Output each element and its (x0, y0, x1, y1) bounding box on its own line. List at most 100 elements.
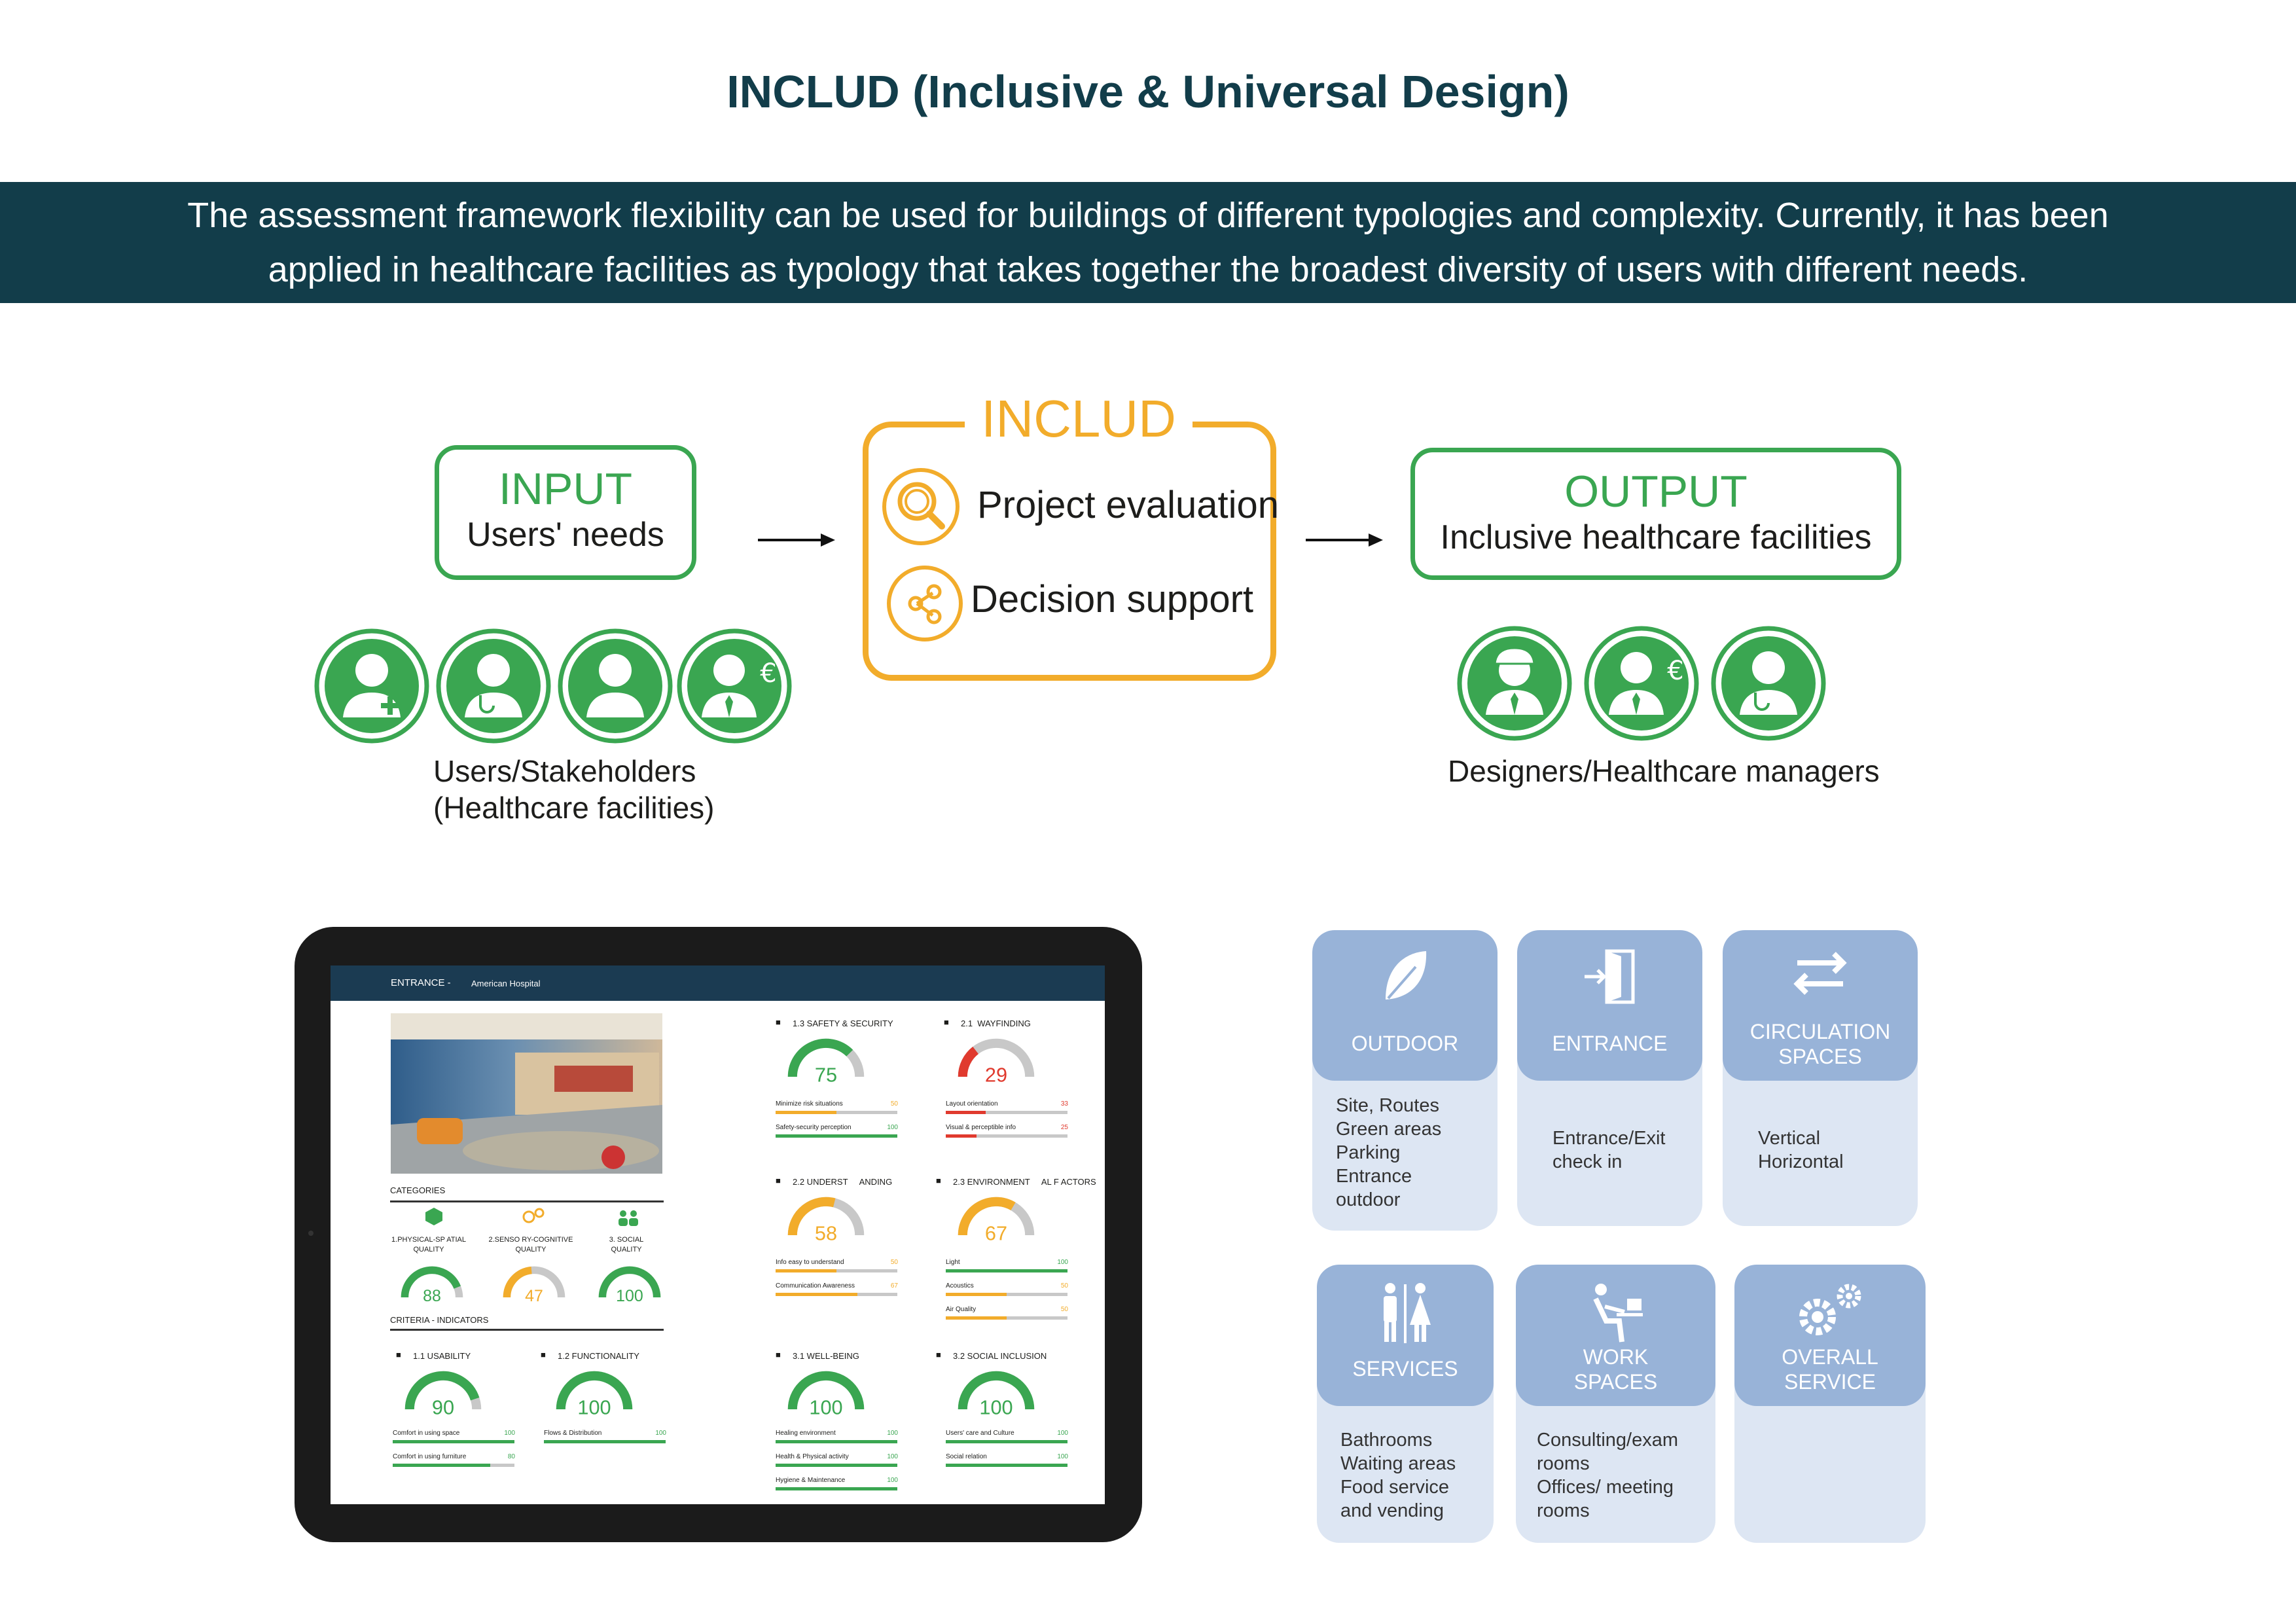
arrows-icon (1723, 930, 1918, 1005)
criterion-title: 2.2 UNDERST ANDING (793, 1177, 893, 1187)
manager-euro-icon: € (677, 628, 792, 744)
indicator-value: 80 (507, 1453, 515, 1460)
criterion-gauge: 100 (958, 1371, 1035, 1419)
space-card-line: Vertical (1758, 1128, 1821, 1149)
indicator-value: 33 (1060, 1100, 1068, 1108)
indicator-track (946, 1111, 1067, 1114)
indicator-label: Social relation (946, 1453, 987, 1460)
svg-text:€: € (760, 659, 776, 689)
criterion-title: 1.3 SAFETY & SECURITY (793, 1019, 893, 1028)
input-caption-line-1: Users/Stakeholders (433, 754, 696, 788)
space-card-header: OUTDOOR (1312, 930, 1498, 1081)
group-icon (619, 1210, 638, 1226)
criterion-title: 3.1 WELL-BEING (793, 1351, 859, 1361)
indicator-value: 50 (890, 1100, 898, 1108)
criterion-gauge: 67 (958, 1197, 1035, 1245)
indicator-label: Health & Physical activity (776, 1453, 849, 1460)
indicator-label: Flows & Distribution (544, 1430, 602, 1437)
indicator-fill (776, 1464, 897, 1467)
indicator-fill (776, 1440, 897, 1443)
indicator-track (946, 1293, 1067, 1296)
warning-icon: ■ (776, 1017, 781, 1027)
indicator-value: 100 (887, 1124, 898, 1131)
indicator-value: 100 (1057, 1259, 1068, 1266)
indicator-label: Light (946, 1259, 960, 1266)
category-label: 2.SENSO RY-COGNITIVE (488, 1236, 573, 1244)
criterion-gauge: 90 (404, 1371, 482, 1419)
space-card-header: SERVICES (1317, 1265, 1494, 1406)
gauge-value: 47 (525, 1287, 543, 1305)
space-card-line: check in (1552, 1151, 1623, 1172)
doctor-icon (1711, 626, 1826, 741)
indicator-value: 100 (655, 1430, 666, 1437)
criterion-gauge: 29 (958, 1038, 1035, 1087)
divider (390, 1329, 664, 1331)
space-card-line: Green areas (1336, 1119, 1442, 1140)
output-caption: Designers/Healthcare managers (1448, 754, 1880, 788)
indicator-fill (946, 1134, 977, 1138)
gauge-fill (404, 1371, 480, 1410)
share-network-icon (887, 566, 963, 641)
gauge-fill (958, 1371, 1035, 1410)
includ-title: INCLUD (965, 386, 1193, 452)
door-entry-icon (1517, 930, 1702, 1011)
indicator-value: 100 (887, 1477, 898, 1484)
page-title: INCLUD (Inclusive & Universal Design) (726, 66, 1570, 117)
indicator-value: 50 (1060, 1282, 1068, 1290)
category-gauge: 88 (401, 1266, 463, 1305)
indicator-value: 100 (887, 1430, 898, 1437)
space-card-description (1734, 1406, 1926, 1452)
space-card-title: SERVICES (1352, 1357, 1458, 1380)
input-caption-line-2: (Healthcare facilities) (433, 791, 715, 825)
output-title: OUTPUT (1564, 467, 1748, 516)
indicator-value: 100 (1057, 1430, 1068, 1437)
indicator-label: Info easy to understand (776, 1259, 844, 1266)
gauge-value: 100 (577, 1396, 611, 1419)
tablet-camera (308, 1231, 314, 1236)
gauge-value: 58 (815, 1222, 837, 1245)
banner-line-2: applied in healthcare facilities as typo… (268, 250, 2028, 289)
gears-icon (522, 1208, 545, 1223)
input-title: INPUT (499, 464, 632, 514)
banner-line-1: The assessment framework flexibility can… (187, 196, 2109, 235)
indicator-fill (776, 1293, 857, 1296)
gauge-value: 29 (985, 1064, 1007, 1087)
space-card-title-2: SPACES (1573, 1370, 1658, 1394)
construction-worker-icon (1457, 626, 1572, 741)
indicator-fill (393, 1440, 514, 1443)
gauge-value: 100 (616, 1287, 643, 1305)
indicator-value: 50 (890, 1259, 898, 1266)
space-card-line: Parking (1336, 1142, 1401, 1163)
indicator-fill (776, 1269, 836, 1272)
indicator-fill (946, 1293, 1007, 1296)
criterion-gauge: 58 (787, 1197, 865, 1245)
bulb-icon: ■ (776, 1176, 781, 1185)
indicator-value: 100 (1057, 1453, 1068, 1460)
indicator-fill (946, 1440, 1067, 1443)
desk-worker-icon (1516, 1265, 1715, 1350)
output-subtitle: Inclusive healthcare facilities (1440, 518, 1872, 556)
gavel-icon: ■ (396, 1350, 401, 1360)
space-card-header: ENTRANCE (1517, 930, 1702, 1081)
divider (390, 1200, 664, 1202)
input-box: INPUT Users' needs (435, 445, 696, 580)
gauge-fill (958, 1046, 979, 1077)
space-card-title: OVERALL (1782, 1345, 1878, 1369)
indicator-label: Users' care and Culture (946, 1430, 1014, 1437)
space-card-line: Waiting areas (1340, 1453, 1456, 1474)
indicator-label: Layout orientation (946, 1100, 998, 1108)
space-card-title-2: SERVICE (1784, 1370, 1876, 1394)
criterion-title: 3.2 SOCIAL INCLUSION (953, 1351, 1047, 1361)
gauge-value: 88 (423, 1287, 441, 1305)
doctor-icon (436, 628, 551, 744)
project-evaluation-label: Project evaluation (977, 484, 1280, 526)
indicator-fill (393, 1464, 490, 1467)
indicator-label: Safety-security perception (776, 1124, 852, 1131)
